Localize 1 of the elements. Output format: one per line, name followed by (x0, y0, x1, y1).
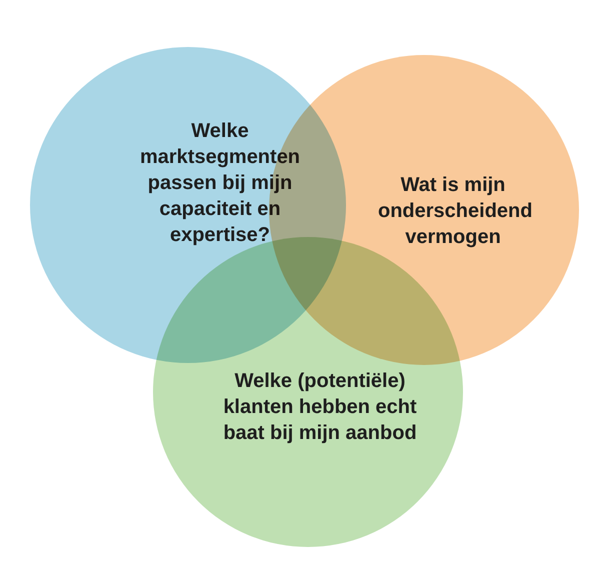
circle-label: Welke (potentiële) klanten hebben echt baat bij mijn aanbod (222, 369, 418, 446)
